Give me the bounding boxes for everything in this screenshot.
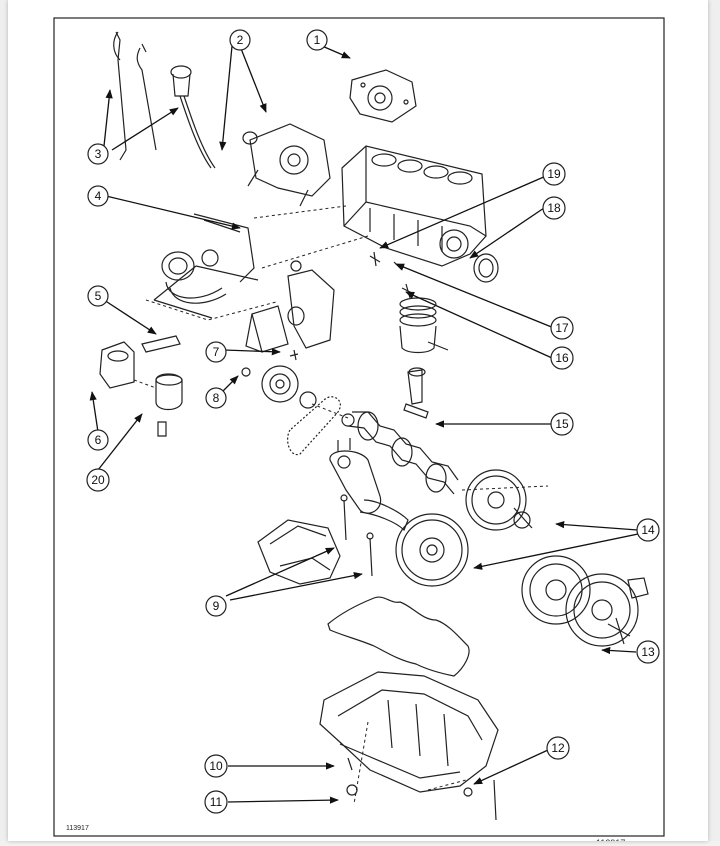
drain-plug xyxy=(346,757,497,821)
callout-2: 2 xyxy=(229,29,251,51)
camshaft-sprocket xyxy=(241,365,299,403)
oil-pump xyxy=(329,438,409,532)
figure-id-label: 113917 xyxy=(66,825,89,832)
callout-16: 16 xyxy=(550,346,574,370)
connecting-rod xyxy=(403,367,429,419)
document-page: 1 2 3 4 5 xyxy=(8,0,708,846)
callout-5: 5 xyxy=(87,285,109,307)
callout-17: 17 xyxy=(550,316,574,340)
callout-10: 10 xyxy=(204,754,228,778)
svg-text:11: 11 xyxy=(210,795,223,809)
svg-text:2: 2 xyxy=(237,33,244,47)
callout-11: 11 xyxy=(204,790,228,814)
svg-text:13: 13 xyxy=(641,645,655,659)
svg-text:4: 4 xyxy=(95,189,102,203)
svg-text:15: 15 xyxy=(555,417,569,431)
callout-13: 13 xyxy=(636,640,660,664)
svg-text:16: 16 xyxy=(555,351,569,365)
svg-text:10: 10 xyxy=(209,759,223,773)
callout-7: 7 xyxy=(205,341,227,363)
drive-plate xyxy=(465,469,533,531)
svg-text:12: 12 xyxy=(551,741,565,755)
svg-text:1: 1 xyxy=(314,33,321,47)
callout-18: 18 xyxy=(542,196,566,220)
long-bolts xyxy=(340,494,374,577)
svg-text:18: 18 xyxy=(547,201,561,215)
callout-3: 3 xyxy=(87,143,109,165)
svg-text:19: 19 xyxy=(547,167,561,181)
svg-text:9: 9 xyxy=(213,599,220,613)
clutch-assembly xyxy=(521,555,649,647)
svg-text:5: 5 xyxy=(95,289,102,303)
cylinder-block xyxy=(341,145,487,267)
svg-text:8: 8 xyxy=(213,391,220,405)
callout-14: 14 xyxy=(636,518,660,542)
oil-sump xyxy=(319,671,499,793)
crankshaft xyxy=(341,411,459,495)
oil-pump-housing xyxy=(245,260,335,361)
oil-jets xyxy=(369,251,415,299)
oil-filter-assembly xyxy=(99,335,183,437)
timing-chain xyxy=(287,396,341,456)
svg-text:17: 17 xyxy=(555,321,569,335)
oil-filter-bracket xyxy=(153,213,259,319)
svg-text:20: 20 xyxy=(91,473,105,487)
callout-19: 19 xyxy=(542,162,566,186)
svg-text:14: 14 xyxy=(641,523,655,537)
svg-text:7: 7 xyxy=(213,345,220,359)
rear-oil-seal xyxy=(473,253,499,283)
water-pump-cover xyxy=(349,69,417,123)
callout-4: 4 xyxy=(87,185,109,207)
oil-pickup-baffle xyxy=(257,519,341,585)
timing-cover xyxy=(242,123,331,207)
callout-15: 15 xyxy=(550,412,574,436)
leader-lines xyxy=(89,39,639,804)
callout-1: 1 xyxy=(306,29,328,51)
dipstick-parts xyxy=(113,31,216,169)
callout-9: 9 xyxy=(205,595,227,617)
callout-8: 8 xyxy=(205,387,227,409)
svg-text:6: 6 xyxy=(95,433,102,447)
flywheel xyxy=(395,513,469,587)
callout-20: 20 xyxy=(86,468,110,492)
assembly-guide-lines xyxy=(133,205,549,805)
callout-6: 6 xyxy=(87,429,109,451)
callouts: 1 2 3 4 5 xyxy=(86,29,660,814)
piston-assembly xyxy=(399,297,449,354)
figure-frame xyxy=(53,17,665,837)
sump-gasket xyxy=(327,596,470,677)
callout-12: 12 xyxy=(546,736,570,760)
svg-text:3: 3 xyxy=(95,147,102,161)
exploded-engine-diagram: 1 2 3 4 5 xyxy=(53,17,665,846)
